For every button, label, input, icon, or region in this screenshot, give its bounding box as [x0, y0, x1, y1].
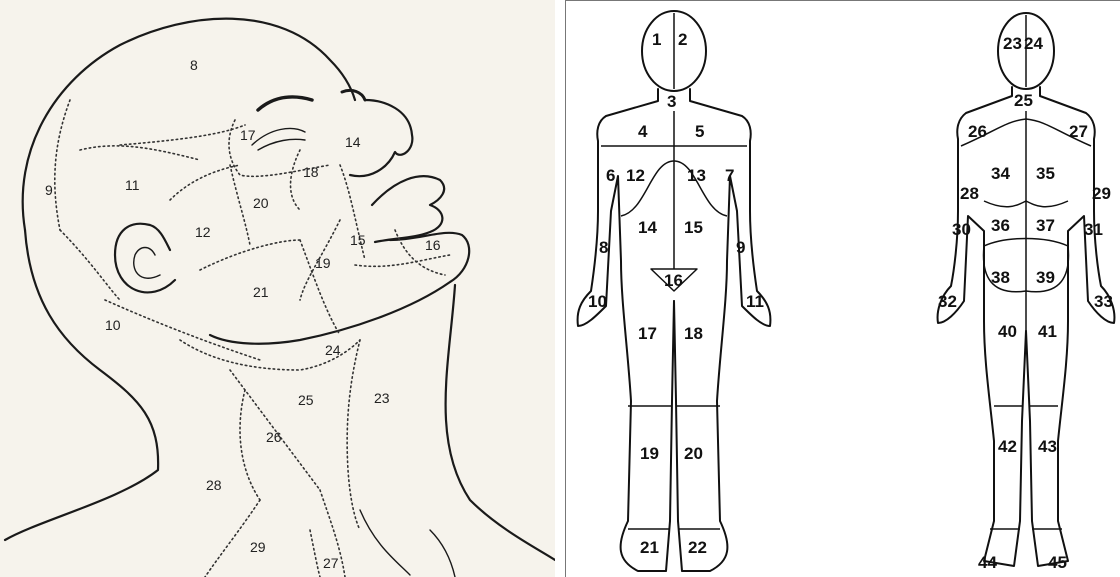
back-region-39: 39 — [1036, 268, 1055, 287]
eye-upper-lid — [252, 128, 305, 145]
head-region-15: 15 — [350, 232, 366, 248]
head-region-16: 16 — [425, 237, 441, 253]
head-region-23: 23 — [374, 390, 390, 406]
back-region-37: 37 — [1036, 216, 1055, 235]
border-crown — [120, 125, 245, 145]
back-region-34: 34 — [991, 164, 1010, 183]
back-region-42: 42 — [998, 437, 1017, 456]
front-region-1: 1 — [652, 30, 661, 49]
border-27 — [310, 530, 320, 577]
head-neck-diagram: 8 9 10 11 12 14 15 16 17 18 19 20 21 23 … — [0, 0, 555, 577]
back-region-41: 41 — [1038, 322, 1057, 341]
head-region-9: 9 — [45, 182, 53, 198]
back-region-27: 27 — [1069, 122, 1088, 141]
head-region-10: 10 — [105, 317, 121, 333]
body-drawing: 1 2 3 4 5 6 12 13 7 14 15 8 9 16 10 11 1… — [566, 1, 1120, 577]
head-region-27: 27 — [323, 555, 339, 571]
border-23-25 — [347, 340, 360, 530]
border-9-11 — [55, 100, 70, 230]
back-region-28: 28 — [960, 184, 979, 203]
back-region-43: 43 — [1038, 437, 1057, 456]
front-region-14: 14 — [638, 218, 657, 237]
back-region-30: 30 — [952, 220, 971, 239]
eyebrow — [258, 97, 312, 110]
back-region-26: 26 — [968, 122, 987, 141]
head-region-20: 20 — [253, 195, 269, 211]
back-region-31: 31 — [1084, 220, 1103, 239]
head-region-18: 18 — [303, 164, 319, 180]
head-region-17: 17 — [240, 127, 256, 143]
head-region-8: 8 — [190, 57, 198, 73]
lips — [372, 176, 444, 242]
border-15-16 — [355, 255, 450, 266]
front-region-19: 19 — [640, 444, 659, 463]
front-region-9: 9 — [736, 238, 745, 257]
front-region-15: 15 — [684, 218, 703, 237]
head-outline — [23, 19, 355, 230]
front-region-12: 12 — [626, 166, 645, 185]
front-region-3: 3 — [667, 92, 676, 111]
front-region-8: 8 — [599, 238, 608, 257]
front-figure: 1 2 3 4 5 6 12 13 7 14 15 8 9 16 10 11 1… — [578, 11, 771, 571]
front-region-16: 16 — [664, 271, 683, 290]
ear — [115, 224, 175, 293]
border-26-28 — [240, 390, 260, 500]
back-region-24: 24 — [1024, 34, 1043, 53]
front-region-22: 22 — [688, 538, 707, 557]
front-region-6: 6 — [606, 166, 615, 185]
back-region-36: 36 — [991, 216, 1010, 235]
front-region-20: 20 — [684, 444, 703, 463]
back-region-29: 29 — [1092, 184, 1111, 203]
border-18 — [291, 150, 300, 210]
head-region-12: 12 — [195, 224, 211, 240]
head-region-11: 11 — [125, 177, 140, 193]
body-regions-diagram: 1 2 3 4 5 6 12 13 7 14 15 8 9 16 10 11 1… — [565, 0, 1120, 577]
front-region-13: 13 — [687, 166, 706, 185]
head-region-26: 26 — [266, 429, 282, 445]
front-region-7: 7 — [725, 166, 734, 185]
border-12-20 — [230, 165, 250, 245]
border-11-top — [80, 146, 200, 160]
front-region-17: 17 — [638, 324, 657, 343]
eye-lower-lid — [258, 139, 305, 150]
front-region-4: 4 — [638, 122, 648, 141]
front-neck-outline — [446, 285, 555, 560]
border-10-24 — [105, 300, 260, 360]
border-10-11 — [60, 230, 120, 300]
head-neck-drawing: 8 9 10 11 12 14 15 16 17 18 19 20 21 23 … — [0, 0, 555, 577]
back-region-44: 44 — [978, 553, 997, 572]
head-region-14: 14 — [345, 134, 361, 150]
back-neck-outline — [5, 230, 158, 540]
head-region-25: 25 — [298, 392, 314, 408]
head-region-29: 29 — [250, 539, 266, 555]
head-region-24: 24 — [325, 342, 341, 358]
ear-inner — [134, 248, 160, 279]
head-region-21: 21 — [253, 284, 269, 300]
back-region-45: 45 — [1048, 553, 1067, 572]
back-region-32: 32 — [938, 292, 957, 311]
back-region-23: 23 — [1003, 34, 1022, 53]
head-region-19: 19 — [315, 255, 331, 271]
throat-notch — [360, 510, 410, 575]
front-region-10: 10 — [588, 292, 607, 311]
front-region-11: 11 — [746, 292, 764, 311]
collarbone — [430, 530, 455, 577]
front-region-5: 5 — [695, 122, 704, 141]
back-region-33: 33 — [1094, 292, 1113, 311]
front-body-left-outline — [578, 89, 674, 571]
front-region-21: 21 — [640, 538, 659, 557]
front-region-2: 2 — [678, 30, 687, 49]
back-region-25: 25 — [1014, 91, 1033, 110]
back-figure: 23 24 25 26 27 34 35 28 29 30 36 37 31 3… — [938, 13, 1115, 572]
back-region-35: 35 — [1036, 164, 1055, 183]
back-region-38: 38 — [991, 268, 1010, 287]
back-region-40: 40 — [998, 322, 1017, 341]
front-region-18: 18 — [684, 324, 703, 343]
border-11-12 — [170, 165, 240, 200]
head-region-28: 28 — [206, 477, 222, 493]
